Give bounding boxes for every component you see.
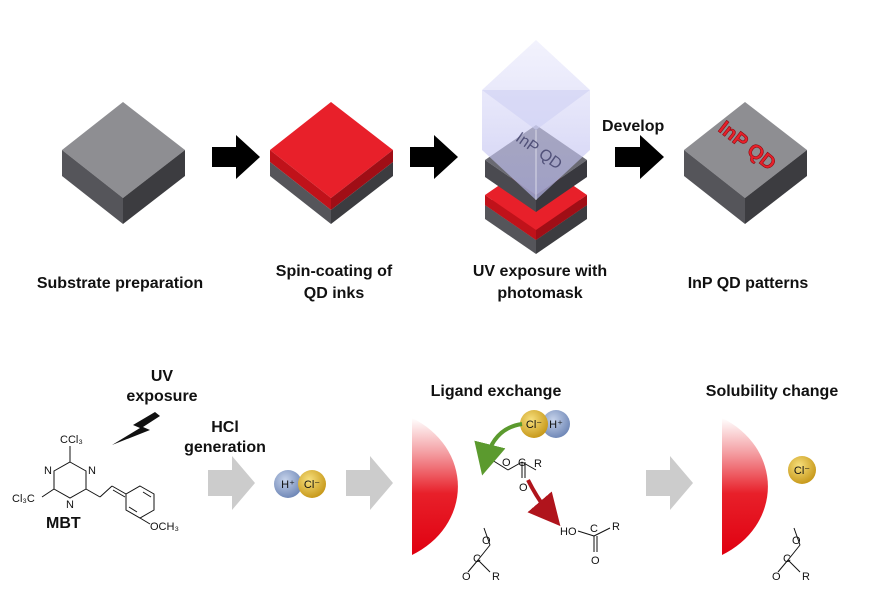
uv-exposure-stack: InP QD bbox=[482, 40, 590, 254]
mbt-structure bbox=[41, 446, 155, 525]
carbox3-o2: O bbox=[772, 571, 781, 583]
carbox1-o1: O bbox=[502, 457, 511, 469]
lightning-icon bbox=[112, 412, 160, 445]
patterned-block: InP QD bbox=[684, 102, 807, 224]
step-label-spincoat-2: QD inks bbox=[304, 285, 365, 302]
carboxylate-1 bbox=[491, 459, 537, 478]
carbox2-o1: O bbox=[482, 535, 491, 547]
carbox1-c: C bbox=[518, 457, 526, 469]
mbt-label: MBT bbox=[46, 515, 81, 532]
step-label-substrate: Substrate preparation bbox=[37, 275, 203, 292]
hcl-pair bbox=[274, 470, 326, 498]
carbox1-r: R bbox=[534, 458, 542, 470]
incoming-ions bbox=[520, 410, 570, 438]
qd-half-1 bbox=[412, 418, 458, 555]
gray-arrow-2 bbox=[346, 456, 393, 510]
step-label-uv-1: UV exposure with bbox=[473, 263, 607, 280]
carboxylate-3 bbox=[777, 527, 801, 573]
ligand-exchange-title: Ligand exchange bbox=[431, 383, 562, 400]
carbox2-o2: O bbox=[462, 571, 471, 583]
uv-label-1: UV bbox=[151, 368, 174, 385]
solubility-title: Solubility change bbox=[706, 383, 839, 400]
mbt-och3: OCH₃ bbox=[150, 521, 179, 533]
acid-r: R bbox=[612, 521, 620, 533]
develop-label: Develop bbox=[602, 118, 664, 135]
carbox2-r: R bbox=[492, 571, 500, 583]
bound-chloride-label: Cl⁻ bbox=[794, 465, 810, 477]
uv-label-2: exposure bbox=[126, 388, 197, 405]
acid-ho: HO bbox=[560, 526, 577, 538]
carbox3-o1: O bbox=[792, 535, 801, 547]
carboxylate-2 bbox=[467, 527, 491, 573]
incoming-chloride: Cl⁻ bbox=[526, 419, 542, 431]
mbt-ccl3-top: CCl₃ bbox=[60, 434, 83, 446]
substrate-block bbox=[62, 102, 185, 224]
hcl-pair-chloride: Cl⁻ bbox=[304, 479, 320, 491]
gray-arrow-3 bbox=[646, 456, 693, 510]
hcl-label-2: generation bbox=[184, 439, 266, 456]
process-arrow-2 bbox=[410, 135, 458, 179]
incoming-proton: H⁺ bbox=[549, 419, 563, 431]
hcl-pair-proton: H⁺ bbox=[281, 479, 295, 491]
gray-arrow-1 bbox=[208, 456, 255, 510]
qd-half-2 bbox=[722, 418, 768, 555]
carbox2-c: C bbox=[473, 553, 481, 565]
carbox1-o2: O bbox=[519, 482, 528, 494]
carbox3-r: R bbox=[802, 571, 810, 583]
acid-c: C bbox=[590, 523, 598, 535]
bound-chloride bbox=[788, 456, 816, 484]
green-exchange-arrow bbox=[474, 422, 523, 476]
process-arrow-1 bbox=[212, 135, 260, 179]
released-acid bbox=[577, 527, 611, 552]
carbox3-c: C bbox=[783, 553, 791, 565]
mbt-n1: N bbox=[44, 465, 52, 477]
red-release-arrow bbox=[526, 479, 561, 527]
step-label-patterns: InP QD patterns bbox=[688, 275, 809, 292]
qd-coated-block bbox=[270, 102, 393, 224]
mbt-ccl3-left: Cl₃C bbox=[12, 493, 35, 505]
mbt-n2: N bbox=[88, 465, 96, 477]
step-label-spincoat-1: Spin-coating of bbox=[276, 263, 393, 280]
hcl-label-1: HCl bbox=[211, 419, 239, 436]
process-arrow-3 bbox=[615, 135, 664, 179]
acid-o: O bbox=[591, 555, 600, 567]
mbt-n3: N bbox=[66, 499, 74, 511]
step-label-uv-2: photomask bbox=[497, 285, 582, 302]
